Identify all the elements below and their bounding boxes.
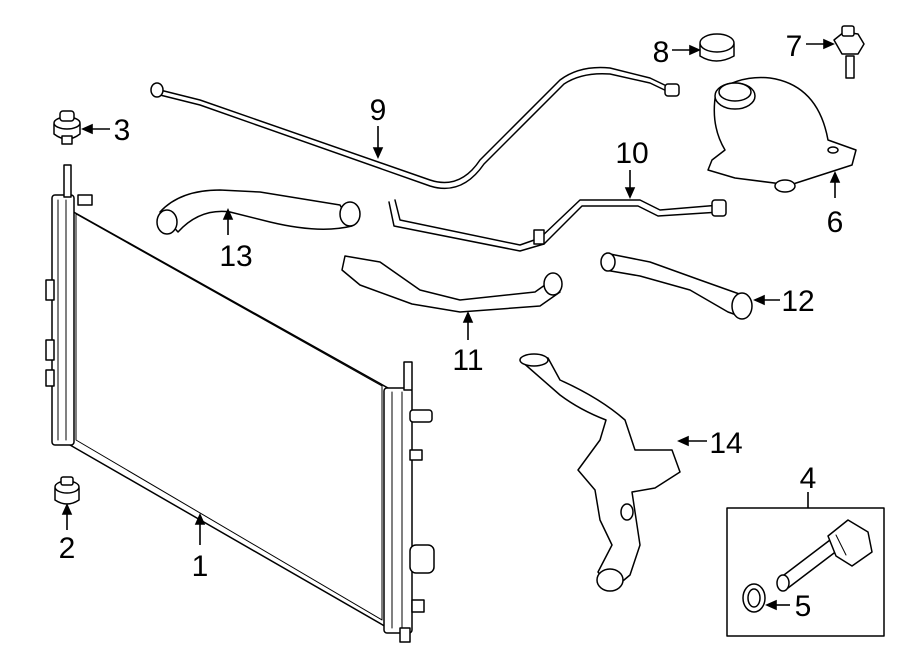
callout-13: 13 <box>219 240 252 273</box>
coolant-hose-12[interactable] <box>600 252 753 320</box>
drain-plug[interactable] <box>776 519 873 592</box>
upper-radiator-hose[interactable] <box>156 189 361 235</box>
callout-2: 2 <box>59 532 76 565</box>
callout-leaders <box>61 38 841 611</box>
callout-4: 4 <box>800 462 817 495</box>
callout-10: 10 <box>615 137 648 170</box>
callout-5: 5 <box>795 590 812 623</box>
coolant-hose-11[interactable] <box>341 255 563 313</box>
callout-labels: 1 2 3 4 5 6 7 8 9 10 11 12 13 14 <box>59 30 844 623</box>
lower-mount-bushing[interactable] <box>54 476 80 505</box>
callout-12: 12 <box>781 285 814 318</box>
callout-14: 14 <box>709 427 742 460</box>
coolant-tube[interactable] <box>388 199 727 252</box>
callout-8: 8 <box>653 36 670 69</box>
callout-11: 11 <box>452 344 483 377</box>
radiator[interactable] <box>45 164 435 643</box>
vent-tube[interactable] <box>150 66 680 190</box>
callout-7: 7 <box>786 30 803 63</box>
callout-6: 6 <box>827 206 844 239</box>
lower-radiator-hose[interactable] <box>519 353 681 592</box>
coolant-expansion-tank[interactable] <box>707 76 857 193</box>
callout-3: 3 <box>114 114 131 147</box>
callout-1: 1 <box>192 550 209 583</box>
drain-plug-o-ring[interactable] <box>742 583 766 613</box>
callout-9: 9 <box>370 94 387 127</box>
drain-plug-kit[interactable] <box>726 507 885 637</box>
upper-mount-bushing[interactable] <box>53 110 81 145</box>
reservoir-cap[interactable] <box>699 33 735 62</box>
mounting-bolt[interactable] <box>833 25 865 79</box>
